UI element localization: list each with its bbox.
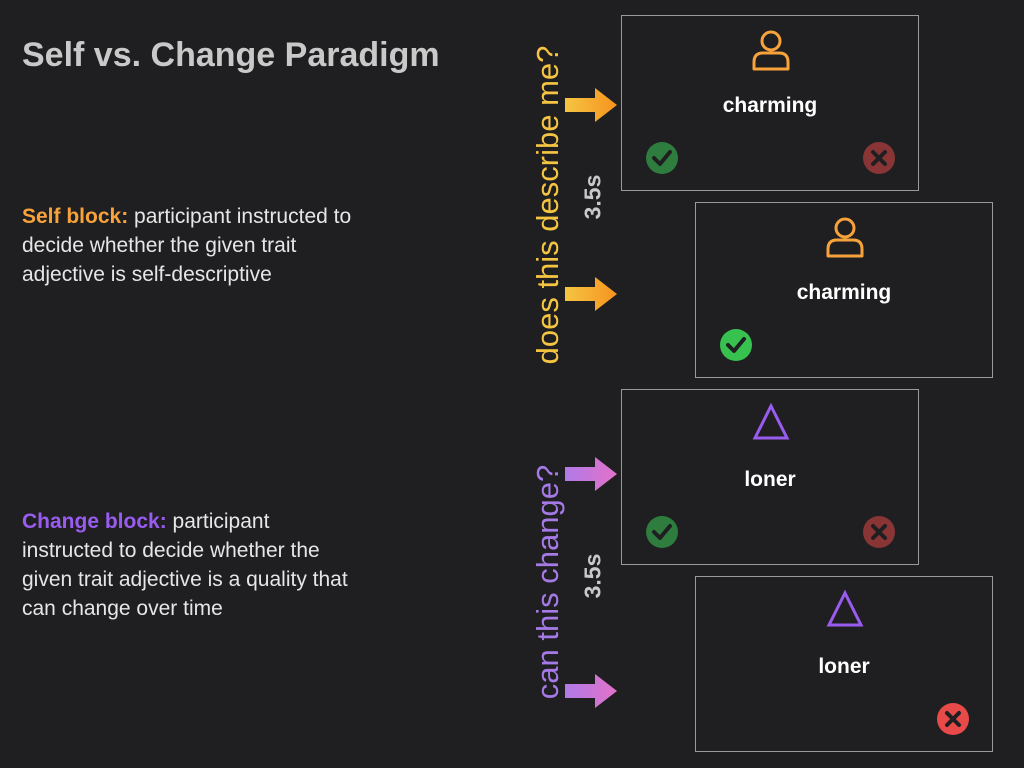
triangle-icon — [752, 402, 790, 440]
change-response-screen: loner — [695, 576, 993, 752]
change-block-description: Change block: participant instructed to … — [22, 507, 352, 623]
change-duration-label: 3.5s — [579, 553, 606, 599]
trait-word: charming — [722, 94, 818, 117]
change-arrow-icon — [565, 674, 617, 708]
trait-word: loner — [818, 655, 870, 678]
person-icon — [826, 217, 864, 258]
triangle-icon — [826, 589, 864, 627]
self-trial-screen: charming — [621, 15, 919, 191]
self-arrow-icon — [565, 88, 617, 122]
trait-word: charming — [796, 281, 892, 304]
change-trial-screen: loner — [621, 389, 919, 565]
check-icon — [720, 329, 752, 361]
cross-icon — [863, 516, 895, 548]
trait-word: loner — [744, 468, 796, 491]
change-arrow-icon — [565, 457, 617, 491]
change-block-heading: Change block: — [22, 510, 167, 533]
self-arrow-icon — [565, 277, 617, 311]
cross-icon — [863, 142, 895, 174]
self-block-text: participant instructed to decide whether… — [22, 205, 352, 286]
person-icon — [752, 30, 790, 71]
self-duration-label: 3.5s — [579, 174, 606, 220]
slide-title: Self vs. Change Paradigm — [22, 36, 440, 74]
check-icon — [646, 142, 678, 174]
self-question-label: does this describe me? — [530, 45, 565, 365]
check-icon — [646, 516, 678, 548]
change-block-text: participant instructed to decide whether… — [22, 510, 348, 620]
self-response-screen: charming — [695, 202, 993, 378]
self-block-heading: Self block: — [22, 205, 129, 228]
change-question-label: can this change? — [530, 464, 565, 700]
cross-icon — [937, 703, 969, 735]
self-block-description: Self block: participant instructed to de… — [22, 202, 352, 289]
